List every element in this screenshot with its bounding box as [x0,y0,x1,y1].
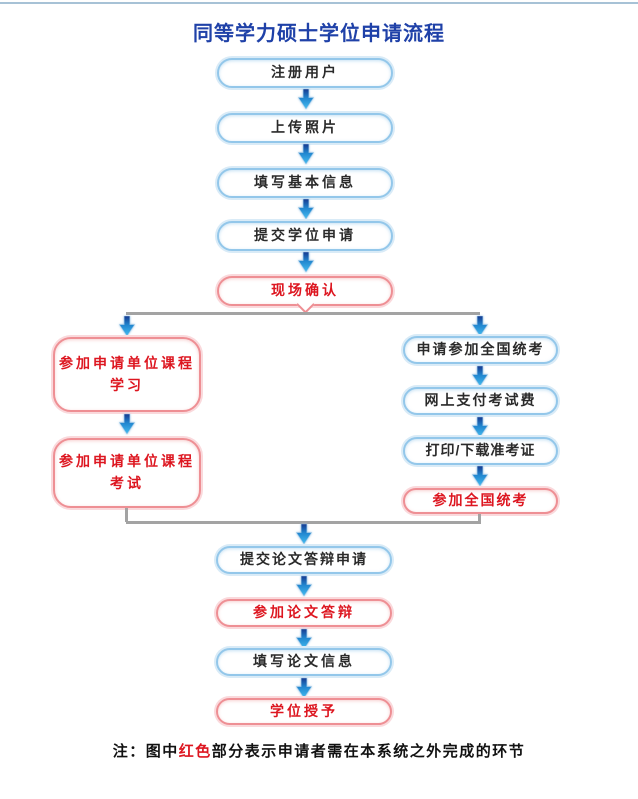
down-arrow-icon [472,466,488,487]
down-arrow-icon [298,144,314,165]
node-label: 提交论文答辩申请 [240,551,368,568]
node-submit-thesis-defense-application: 提交论文答辩申请 [216,546,392,574]
note-suffix: 部分表示申请者需在本系统之外完成的环节 [211,743,526,760]
connector-line [125,508,128,522]
down-arrow-icon [296,678,312,699]
down-arrow-icon [472,417,488,438]
connector-line [478,514,481,522]
down-arrow-icon [298,199,314,220]
node-pay-exam-fee-online: 网上支付考试费 [403,387,558,415]
node-degree-conferral: 学位授予 [216,698,392,725]
node-submit-degree-application: 提交学位申请 [217,221,393,251]
node-attend-course-study: 参加申请单位课程学习 [53,337,201,412]
branch-split-line [126,312,480,315]
node-label: 注册用户 [271,64,339,81]
node-label: 提交学位申请 [254,227,356,244]
node-register-user: 注册用户 [217,58,393,88]
node-fill-thesis-info: 填写论文信息 [216,648,392,676]
node-label: 参加全国统考 [432,492,529,509]
node-upload-photo: 上传照片 [217,113,393,143]
node-label: 现场确认 [271,282,339,299]
node-attend-thesis-defense: 参加论文答辩 [216,599,392,627]
node-label: 填写基本信息 [254,174,356,191]
node-label: 参加论文答辩 [253,604,355,621]
node-fill-basic-info: 填写基本信息 [217,168,393,198]
node-label: 参加申请单位课程学习 [59,354,195,393]
down-arrow-icon [298,89,314,110]
node-label: 填写论文信息 [253,653,355,670]
down-arrow-icon [472,366,488,387]
down-arrow-icon [119,414,135,435]
node-attend-course-exam: 参加申请单位课程考试 [53,438,201,508]
node-label: 参加申请单位课程考试 [59,453,195,491]
node-take-national-exam: 参加全国统考 [403,488,558,514]
node-label: 网上支付考试费 [424,392,537,409]
top-divider-line [0,2,638,4]
down-arrow-icon [298,252,314,273]
node-print-admission-ticket: 打印/下载准考证 [403,437,558,465]
node-label: 申请参加全国统考 [416,341,545,358]
branch-merge-line [126,521,481,524]
down-arrow-icon [296,576,312,597]
node-label: 打印/下载准考证 [425,442,536,459]
down-arrow-icon [296,524,312,545]
node-label: 学位授予 [270,702,338,719]
node-label: 上传照片 [271,119,339,136]
node-apply-national-exam: 申请参加全国统考 [403,336,558,364]
note-prefix: 注：图中 [112,743,179,760]
note-red-highlight: 红色 [178,743,212,760]
down-arrow-icon [472,316,488,337]
legend-note: 注：图中红色部分表示申请者需在本系统之外完成的环节 [0,740,638,761]
down-arrow-icon [296,629,312,650]
page-title: 同等学力硕士学位申请流程 [193,23,445,45]
down-arrow-icon [119,316,135,337]
